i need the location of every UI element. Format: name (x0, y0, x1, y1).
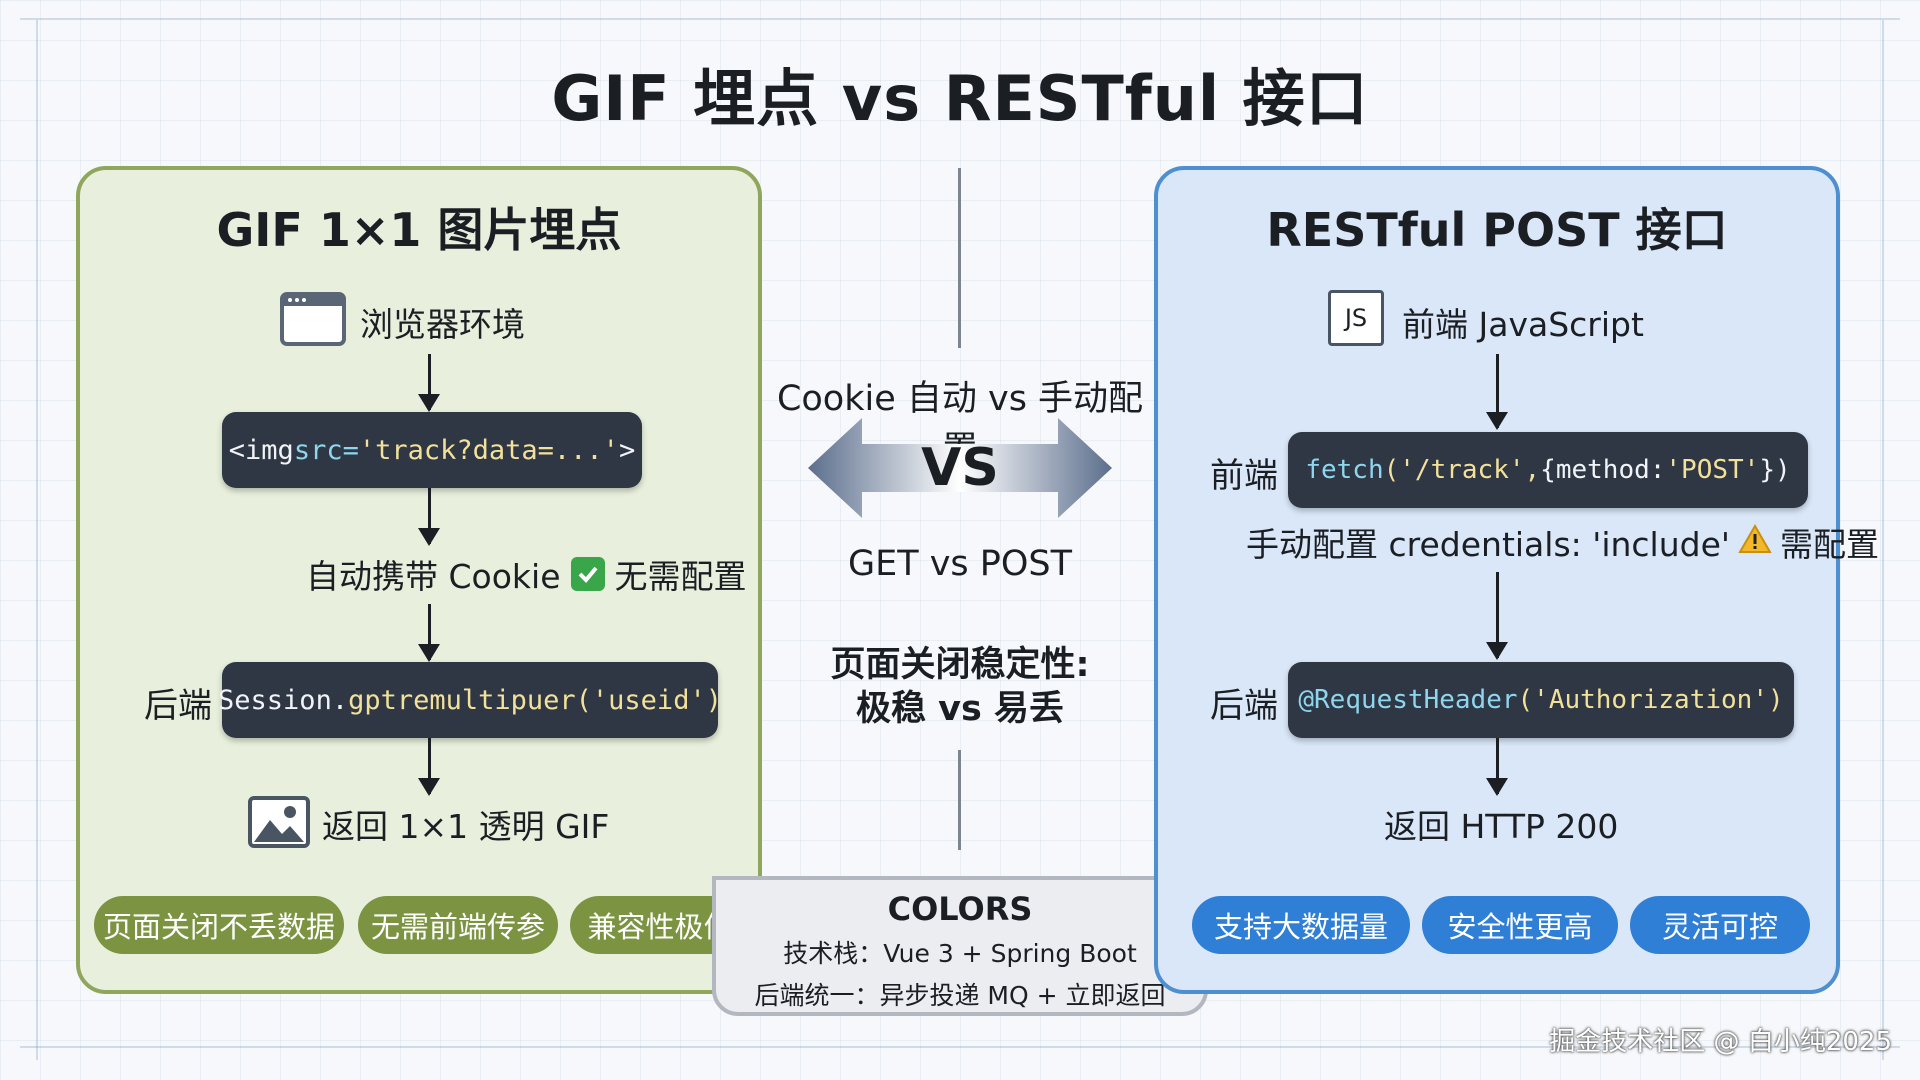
flow-arrow (1486, 354, 1508, 430)
code-tag-close: > (618, 434, 636, 466)
restful-post-panel: RESTful POST 接口 JS 前端 JavaScript 前端 fetc… (1154, 166, 1879, 994)
code-attr: src= (293, 434, 359, 466)
check-icon (570, 557, 605, 591)
feature-pill: 灵活可控 (1630, 896, 1810, 954)
backend-label: 后端 (1210, 686, 1278, 726)
frontend-label: 前端 (1210, 456, 1278, 496)
credentials-row: 手动配置 credentials: 'include' 需配置 (1246, 518, 1879, 566)
grid-line (36, 20, 38, 1060)
browser-env-label: 浏览器环境 (360, 305, 525, 344)
code-method: gptremultipuer (348, 684, 576, 716)
watermark: 掘金技术社区 @ 白小纯2025 (1549, 1027, 1892, 1057)
flow-arrow (418, 354, 440, 412)
fetch-code-block: fetch('/track', {method: 'POST'}) (1288, 432, 1808, 508)
browser-window-icon (280, 292, 346, 350)
feature-pill: 支持大数据量 (1192, 896, 1410, 954)
feature-pill: 无需前端传参 (358, 896, 558, 954)
flow-arrow (1486, 738, 1508, 796)
cookie-auto-text: 自动携带 Cookie (306, 557, 561, 596)
code-fetch-fn: fetch (1305, 455, 1384, 485)
colors-note-box: COLORS 技术栈：Vue 3 + Spring Boot 后端统一：异步投递… (712, 876, 1208, 1016)
code-fetch-method: 'POST' (1665, 455, 1760, 485)
restful-panel-title: RESTful POST 接口 (1266, 203, 1728, 257)
grid-line (1882, 20, 1884, 1060)
cookie-auto-row: 自动携带 Cookie 无需配置 (306, 550, 747, 598)
center-divider-top (958, 168, 961, 348)
request-header-code-block: @RequestHeader('Authorization') (1288, 662, 1794, 738)
code-argument: ('useid') (575, 684, 722, 716)
return-gif-label: 返回 1×1 透明 GIF (322, 807, 610, 846)
code-value: 'track?data=...' (358, 434, 619, 466)
page-title: GIF 埋点 vs RESTful 接口 (551, 62, 1369, 135)
code-header-arg: ('Authorization') (1517, 685, 1784, 715)
center-divider-bottom (958, 750, 961, 850)
vs-label: VS (921, 438, 999, 498)
method-compare-text: GET vs POST (847, 544, 1073, 584)
cookie-status-text: 无需配置 (614, 557, 747, 596)
tech-stack-line: 技术栈：Vue 3 + Spring Boot (783, 939, 1137, 968)
js-icon-text: JS (1344, 304, 1368, 332)
code-annotation: @RequestHeader (1298, 685, 1518, 715)
colors-title: COLORS (887, 890, 1033, 928)
flow-arrow (418, 488, 440, 546)
feature-pill: 页面关闭不丢数据 (94, 896, 344, 954)
credentials-status: 需配置 (1779, 525, 1879, 564)
flow-arrow (418, 738, 440, 796)
vs-double-arrow-icon (808, 418, 1112, 522)
backend-unify-line: 后端统一：异步投递 MQ + 立即返回 (754, 981, 1166, 1010)
code-object: Session. (218, 684, 349, 716)
session-code-block: Session.gptremultipuer('useid') (218, 662, 722, 738)
flow-arrow (418, 604, 440, 662)
return-http-label: 返回 HTTP 200 (1384, 807, 1619, 846)
backend-label: 后端 (144, 686, 212, 726)
grid-line (20, 1046, 1900, 1048)
code-fetch-close: }) (1759, 455, 1791, 485)
code-fetch-url: ('/track', (1383, 455, 1541, 485)
credentials-text: 手动配置 credentials: 'include' (1246, 525, 1730, 564)
img-tag-code-block: <img src='track?data=...'> (222, 412, 642, 488)
stability-title: 页面关闭稳定性: (830, 645, 1090, 685)
code-fetch-options: {method: (1540, 455, 1666, 485)
feature-pill: 安全性更高 (1422, 896, 1618, 954)
code-tag-open: <img (228, 434, 294, 466)
gif-tracking-panel: GIF 1×1 图片埋点 浏览器环境 <img src='track?data=… (76, 166, 762, 994)
gif-panel-title: GIF 1×1 图片埋点 (216, 203, 622, 257)
flow-arrow (1486, 572, 1508, 660)
warning-icon (1738, 523, 1772, 562)
image-icon (248, 796, 310, 852)
grid-line (20, 18, 1900, 20)
frontend-js-label: 前端 JavaScript (1402, 305, 1644, 344)
stability-compare: 极稳 vs 易丢 (855, 689, 1065, 729)
javascript-icon: JS (1328, 290, 1384, 346)
